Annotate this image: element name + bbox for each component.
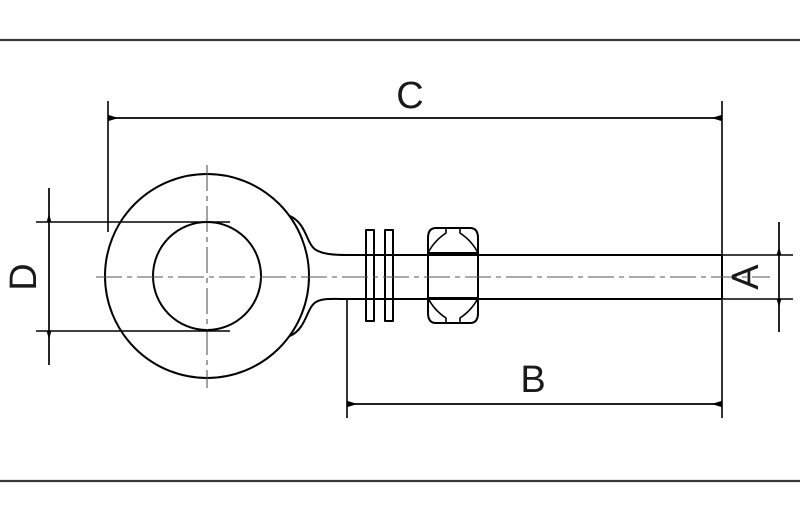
dimension-b xyxy=(346,300,723,418)
centerlines xyxy=(96,165,770,388)
hex-nut-outline xyxy=(427,227,479,324)
dimension-label-a: A xyxy=(725,264,767,290)
hex-nut-bevel-tl xyxy=(427,228,447,254)
hex-nut-bevel-bl xyxy=(427,297,447,323)
dimension-label-b: B xyxy=(520,359,545,401)
washer-2 xyxy=(384,229,394,322)
neck-fillet-lower xyxy=(289,297,348,337)
hex-nut-bevel-br xyxy=(459,297,479,323)
dimension-a xyxy=(700,222,793,332)
page-border-rules xyxy=(0,38,800,483)
washer-1 xyxy=(365,229,375,322)
neck-fillet-upper xyxy=(289,215,348,256)
eye-bolt-part xyxy=(104,173,723,379)
hex-nut-bevel-tr xyxy=(459,228,479,254)
dimension-label-c: C xyxy=(396,75,423,117)
dimension-label-d: D xyxy=(3,263,45,290)
dimension-c xyxy=(107,101,723,262)
dimension-d xyxy=(36,188,230,365)
